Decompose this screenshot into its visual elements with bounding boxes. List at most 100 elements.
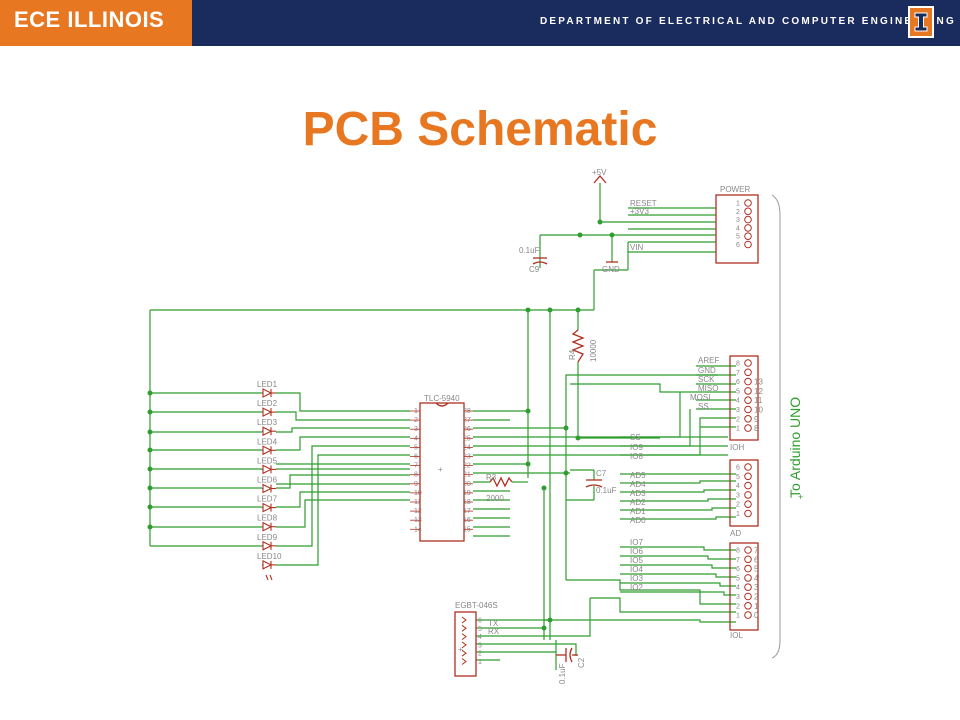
ic-left-pin-4: 4 <box>414 435 418 442</box>
mid-net-ss: SS <box>630 433 641 442</box>
arduino-bracket <box>771 194 781 659</box>
resistor-r4 <box>571 329 585 363</box>
led-label-3: LED3 <box>257 418 278 427</box>
led-9 <box>262 540 276 551</box>
led-7 <box>262 502 276 513</box>
power-pin-num-1-0: 1 <box>736 201 740 208</box>
ioh-pin-num-5-3: 5 <box>736 388 740 395</box>
logo-text: ECE ILLINOIS <box>14 7 165 32</box>
iol-pin-2 <box>744 564 752 573</box>
bt-pin-num-4: 4 <box>478 634 482 641</box>
bt-pin-4 <box>461 633 467 640</box>
ioh-pin-6 <box>744 415 752 423</box>
bt-pin-5 <box>461 624 467 632</box>
net-reset: RESET <box>630 199 657 208</box>
iol-pin-7 <box>744 611 752 619</box>
ioh-pin-num-2-6: 2 <box>736 416 740 423</box>
led-10 <box>262 560 276 570</box>
c7-value: 0.1uF <box>596 486 617 495</box>
ad-pin-0 <box>744 463 752 471</box>
ioh-pin-num-1-7: 1 <box>736 426 740 433</box>
ic-right-pin-25: 25 <box>463 435 471 442</box>
ioh-net-aref: AREF <box>698 356 719 365</box>
wires <box>149 183 736 670</box>
ioh-outer-5: 10 <box>754 406 763 415</box>
power-header-label: POWER <box>720 185 750 194</box>
ad-pin-2 <box>744 481 752 490</box>
ic-left-pin-1: 1 <box>414 408 418 415</box>
ioh-outer-6: 9 <box>754 415 759 424</box>
power-pin-num-2-1: 2 <box>736 209 740 216</box>
led-label-2: LED2 <box>257 399 278 408</box>
power-pin-1 <box>744 207 752 216</box>
bt-pin-num-1: 1 <box>478 659 482 666</box>
power-pin-num-3-2: 3 <box>736 217 740 224</box>
ad-net-5: AD0 <box>630 516 646 525</box>
led-tail-marks <box>265 574 273 581</box>
ioh-pin-num-6-2: 6 <box>736 379 740 386</box>
ad-net-2: AD3 <box>630 489 646 498</box>
c9-value: 0.1uF <box>519 246 540 255</box>
pin-number-labels: LED1LED2LED3LED4LED5LED6LED7LED8LED9LED1… <box>257 201 763 667</box>
iol-outer-4: 3 <box>754 583 759 592</box>
bt-pin-num-5: 5 <box>478 626 482 633</box>
mid-net-io8: IO8 <box>630 452 643 461</box>
ioh-outer-7: 8 <box>754 424 759 433</box>
arduino-uno-label: To Arduino UNO <box>787 397 803 498</box>
iol-net-4: IO3 <box>630 574 643 583</box>
iol-pin-num-4-4: 4 <box>736 585 740 592</box>
resistor-r3 <box>489 476 513 488</box>
ic-right-pin-17: 17 <box>463 508 471 515</box>
ioh-pin-5 <box>744 405 752 414</box>
ioh-pin-num-7-1: 7 <box>736 370 740 377</box>
ad-pin-num-2-4: 2 <box>736 502 740 509</box>
led-label-6: LED6 <box>257 476 278 485</box>
ece-illinois-logo[interactable]: ECE ILLINOIS <box>0 0 192 46</box>
power-arrow-icon <box>593 175 607 184</box>
ad-label: AD <box>730 529 741 538</box>
r3-value: 2000 <box>486 494 504 503</box>
bt-pin-2 <box>461 649 467 657</box>
led-5 <box>262 464 276 475</box>
ioh-pin-1 <box>744 368 752 377</box>
iol-pin-num-7-1: 7 <box>736 557 740 564</box>
ic-right-pin-18: 18 <box>463 499 471 506</box>
bt-pin-6 <box>461 616 467 624</box>
ic-plus-mark: + <box>438 465 443 474</box>
iol-pin-num-8-0: 8 <box>736 548 740 555</box>
bt-pin-num-6: 6 <box>478 618 482 625</box>
ad-pin-5 <box>744 509 752 518</box>
iol-pin-3 <box>744 574 752 582</box>
arduino-plus-sign: + <box>798 492 803 502</box>
ad-pin-num-3-3: 3 <box>736 492 740 499</box>
iol-pin-5 <box>744 592 752 601</box>
power-pin-5 <box>744 240 752 249</box>
ic-right-pin-19: 19 <box>463 490 471 497</box>
header-bar: ECE ILLINOIS DEPARTMENT OF ELECTRICAL AN… <box>0 0 960 46</box>
ic-left-pin-9: 9 <box>414 481 418 488</box>
iol-pin-num-2-6: 2 <box>736 603 740 610</box>
ic-left-pin-12: 12 <box>414 508 422 515</box>
bt-pin-num-3: 3 <box>478 642 482 649</box>
power-pin-num-4-3: 4 <box>736 225 740 232</box>
led-label-4: LED4 <box>257 437 278 446</box>
ad-pin-num-4-2: 4 <box>736 483 740 490</box>
c7-name: C7 <box>596 469 607 478</box>
ioh-outer-2: 13 <box>754 378 763 387</box>
led-6 <box>262 483 276 494</box>
ic-right-pin-24: 24 <box>463 444 471 451</box>
led-4 <box>262 445 276 456</box>
led-label-1: LED1 <box>257 380 278 389</box>
ic-name: TLC-5940 <box>424 394 460 403</box>
iol-outer-5: 2 <box>754 593 759 602</box>
ic-right-pin-28: 28 <box>463 408 471 415</box>
iol-pin-num-1-7: 1 <box>736 613 740 620</box>
led-label-9: LED9 <box>257 533 278 542</box>
bt-net-tx: TX <box>488 619 499 628</box>
iol-net-3: IO4 <box>630 565 643 574</box>
c9-name: C9 <box>529 265 540 274</box>
ioh-pin-7 <box>744 424 752 432</box>
c2-name: C2 <box>577 657 586 668</box>
ioh-pin-2 <box>744 377 752 386</box>
